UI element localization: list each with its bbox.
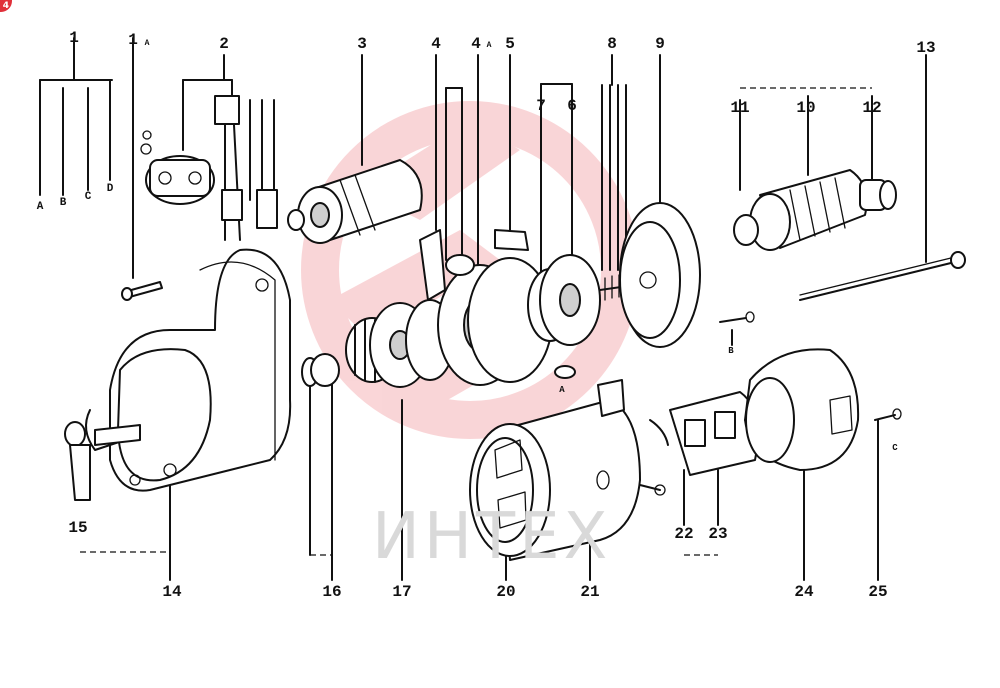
label-1-d: D — [106, 183, 114, 195]
part-24-end-cap — [744, 348, 860, 471]
leader-lines — [39, 37, 927, 581]
label-1-a: A — [36, 201, 44, 213]
part-3-solenoid — [287, 159, 423, 244]
label-25: 25 — [868, 583, 888, 601]
label-1a-number: 1 — [128, 31, 138, 49]
label-1: 1 — [69, 29, 79, 47]
label-14: 14 — [162, 583, 182, 601]
label-1-b: B — [59, 197, 67, 209]
part-6-7-rings — [527, 254, 601, 346]
label-21: 21 — [580, 583, 600, 601]
bolt-1a — [121, 281, 163, 301]
label-2: 2 — [219, 35, 229, 53]
watermark-text: ИНТЕХ — [372, 500, 612, 574]
part-16-ring — [301, 353, 340, 387]
part-22-23-brushes — [649, 391, 771, 476]
label-1-c: C — [84, 191, 92, 203]
label-7: 7 — [536, 97, 546, 115]
label-8: 8 — [607, 35, 617, 53]
part-2-terminals — [140, 95, 278, 241]
label-23: 23 — [708, 525, 728, 543]
label-15: 15 — [68, 519, 88, 537]
label-4a-number: 4 — [471, 35, 481, 53]
label-13: 13 — [916, 39, 936, 57]
part-13-bolt — [799, 251, 966, 301]
label-17: 17 — [392, 583, 412, 601]
label-1a-suffix: A — [144, 39, 150, 48]
label-4a-suffix: A — [486, 41, 492, 50]
part-10-armature — [733, 169, 897, 251]
label-10: 10 — [796, 99, 816, 117]
tag-a: A — [559, 385, 565, 395]
label-11: 11 — [730, 99, 750, 117]
tag-b: B — [728, 346, 734, 356]
part-15-pin — [64, 421, 141, 501]
label-3: 3 — [357, 35, 367, 53]
label-20: 20 — [496, 583, 516, 601]
label-24: 24 — [794, 583, 814, 601]
tag-c: C — [892, 443, 898, 453]
label-6: 6 — [567, 97, 577, 115]
label-22: 22 — [674, 525, 694, 543]
label-4: 4 — [431, 35, 441, 53]
part-14-drive-housing — [85, 248, 292, 492]
small-screws — [554, 311, 902, 421]
part-21-yoke — [469, 379, 666, 561]
label-9: 9 — [655, 35, 665, 53]
label-5: 5 — [505, 35, 515, 53]
part-9-end-plate — [619, 202, 701, 348]
label-12: 12 — [862, 99, 882, 117]
label-16: 16 — [322, 583, 342, 601]
page-badge-number: 4 — [2, 1, 9, 11]
